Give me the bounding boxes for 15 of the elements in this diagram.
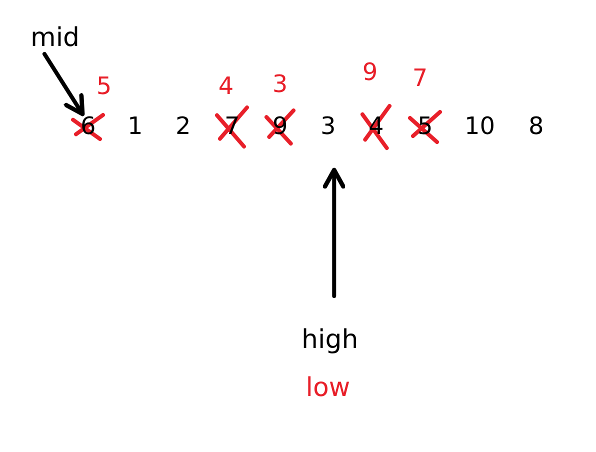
pointer-label: high [302, 326, 358, 354]
pointer-label: low [306, 373, 350, 403]
array-value: 3 [320, 112, 336, 140]
replacement-value: 4 [218, 72, 234, 100]
arrow [42, 52, 85, 116]
replacement-value: 3 [272, 70, 288, 98]
array-value: 8 [528, 112, 544, 140]
replacement-value: 9 [362, 58, 378, 86]
pointer-label: mid [30, 24, 80, 52]
replacement-value: 5 [96, 72, 112, 100]
array-value: 2 [176, 112, 191, 140]
array-value: 10 [464, 112, 496, 140]
replacement-value: 7 [412, 64, 428, 92]
array-value: 1 [128, 112, 143, 140]
arrow [322, 168, 346, 298]
